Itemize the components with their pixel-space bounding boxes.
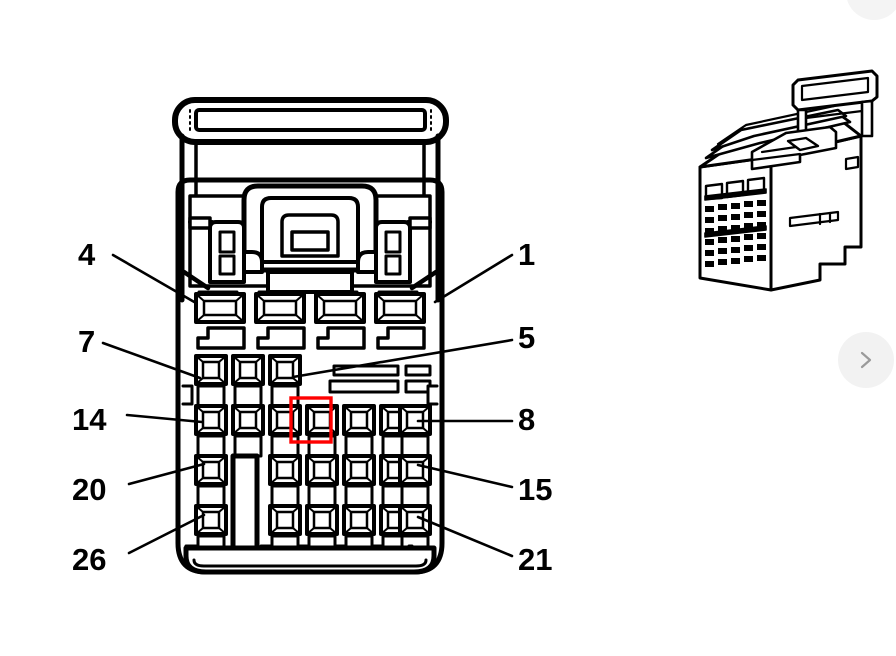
leader-15 [416, 463, 514, 489]
isometric-terminal-holes [704, 176, 767, 267]
connector-side-rails [179, 133, 441, 303]
previous-image-button-partial[interactable] [846, 0, 896, 20]
side-tab-left [181, 384, 194, 406]
pin-cell [231, 404, 265, 458]
callout-label-8: 8 [518, 402, 535, 437]
callout-label-20: 20 [72, 472, 106, 507]
leader-7 [101, 341, 202, 380]
terminal-pin-grid [184, 354, 432, 558]
pin-row-3 [194, 454, 432, 508]
large-cavity [194, 292, 246, 324]
callout-label-4: 4 [78, 237, 96, 272]
pin-cell [231, 354, 265, 408]
connector-isometric-view [698, 69, 879, 292]
callout-leader-lines [101, 253, 514, 558]
leader-20 [127, 462, 206, 486]
next-image-button[interactable] [838, 332, 894, 388]
callout-label-21: 21 [518, 542, 552, 577]
callout-label-15: 15 [518, 472, 552, 507]
callout-label-14: 14 [72, 402, 107, 437]
leader-5 [291, 338, 514, 379]
alignment-slot [230, 453, 260, 555]
side-tab-right [426, 384, 439, 406]
pin-cell [398, 454, 432, 508]
pin-cell [194, 454, 228, 508]
leader-21 [416, 515, 514, 558]
callout-label-1: 1 [518, 237, 535, 272]
highlighted-cavity-box [289, 396, 333, 444]
pin-cell [305, 454, 339, 508]
pin-cell [194, 354, 228, 408]
pin-cell [194, 404, 228, 458]
callout-label-5: 5 [518, 320, 535, 355]
leader-4 [111, 253, 198, 305]
pin-cell [305, 504, 339, 558]
connector-top-bar [172, 97, 449, 145]
callout-label-7: 7 [78, 324, 95, 359]
callout-label-26: 26 [72, 542, 106, 577]
pin-cell [268, 454, 302, 508]
large-cavity [374, 292, 426, 324]
pin-cell [342, 454, 376, 508]
leader-26 [127, 513, 206, 555]
pin-cell [268, 404, 302, 458]
center-latch-assembly [241, 183, 379, 294]
chevron-right-icon [860, 351, 872, 369]
large-cavity [254, 292, 306, 324]
leader-1 [433, 253, 514, 304]
guide-post-right [374, 220, 412, 284]
connector-front-view [172, 97, 449, 575]
large-cavity-row [194, 292, 426, 324]
connector-bottom-skirt [183, 545, 437, 575]
leader-14 [125, 413, 204, 424]
cavity-notch-row [196, 326, 426, 350]
pin-cell [398, 404, 432, 458]
callout-labels: 4 7 14 20 26 1 5 8 15 21 [72, 237, 552, 577]
guide-post-left [208, 220, 246, 284]
large-cavity [314, 292, 366, 324]
pin-cell [342, 404, 376, 458]
